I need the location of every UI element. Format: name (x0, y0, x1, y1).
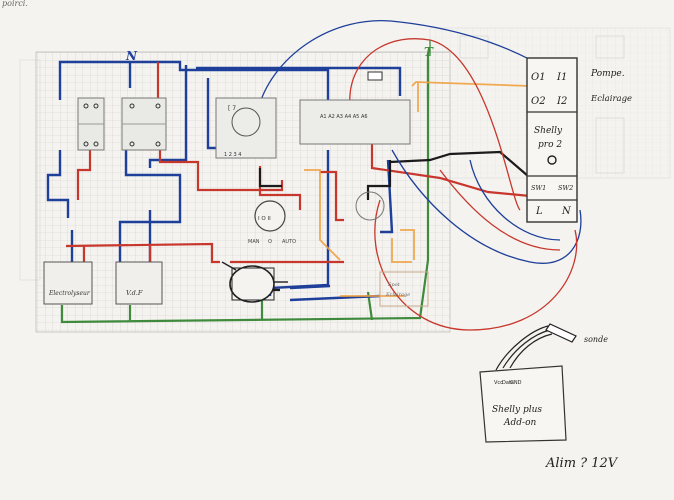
spot-label-line2: Eclairage (385, 292, 410, 298)
shelly-pro-terminal-o1: O1 (531, 72, 546, 83)
electrolyser-label: Electrolyseur (48, 290, 91, 297)
shelly-pro-terminal-n: N (561, 206, 572, 217)
annotation-eclairage: Eclairage (590, 94, 632, 104)
vdf-box (115, 261, 163, 305)
wires-loops (257, 20, 582, 331)
shelly-pro-terminal-l: L (535, 206, 543, 217)
shelly-addon-module (479, 323, 577, 443)
shelly-pro-module (526, 57, 578, 223)
breaker-left (77, 97, 105, 151)
relay-module (299, 71, 411, 145)
earth-label: T (424, 45, 434, 59)
wires-blue (46, 60, 402, 302)
addon-name-line1: Shelly plus (492, 405, 542, 415)
timer-mode-o: O (268, 239, 272, 245)
neutral-label: N (125, 49, 138, 63)
shelly-pro-terminal-i1: I1 (556, 72, 567, 83)
annotation-pompe: Pompe. (590, 69, 625, 79)
addon-pin-data: Data (502, 380, 514, 386)
page-top-fragment: poirci. (2, 0, 28, 8)
pump-motor (221, 261, 288, 303)
addon-pin-gnd: GND (510, 380, 522, 386)
breaker-right (121, 97, 167, 151)
vdf-label: V.d.F (126, 289, 143, 297)
relay-terminals: A1 A2 A3 A4 A5 A6 (320, 114, 368, 120)
spot-label-line1: Spot (388, 282, 401, 288)
timer-module: [ 7 1 2 3 4 (215, 97, 277, 159)
addon-name-line2: Add-on (503, 418, 536, 428)
svg-text:[ 7: [ 7 (228, 105, 236, 112)
shelly-pro-terminal-i2: I2 (556, 96, 567, 107)
timer-mode-man: MAN (248, 239, 260, 245)
spot-circle (355, 191, 385, 221)
shelly-pro-terminal-o2: O2 (531, 96, 546, 107)
shelly-pro-name-line1: Shelly (534, 126, 563, 136)
alim-label: Alim ? 12V (545, 456, 619, 471)
timer-mode-auto: AUTO (282, 239, 296, 245)
shelly-pro-name-line2: pro 2 (538, 140, 562, 150)
addon-pin-vcc: Vcc (494, 380, 503, 386)
electrolyser-box (43, 261, 93, 305)
wires-red (65, 62, 531, 264)
shelly-pro-terminal-sw2: SW2 (558, 184, 573, 192)
svg-text:I O II: I O II (258, 216, 271, 222)
shelly-pro-terminal-sw1: SW1 (531, 184, 546, 192)
timer-dial: I O II (254, 200, 286, 232)
sonde-label: sonde (584, 335, 608, 344)
spot-box (379, 271, 429, 307)
svg-text:1 2 3 4: 1 2 3 4 (224, 152, 242, 158)
